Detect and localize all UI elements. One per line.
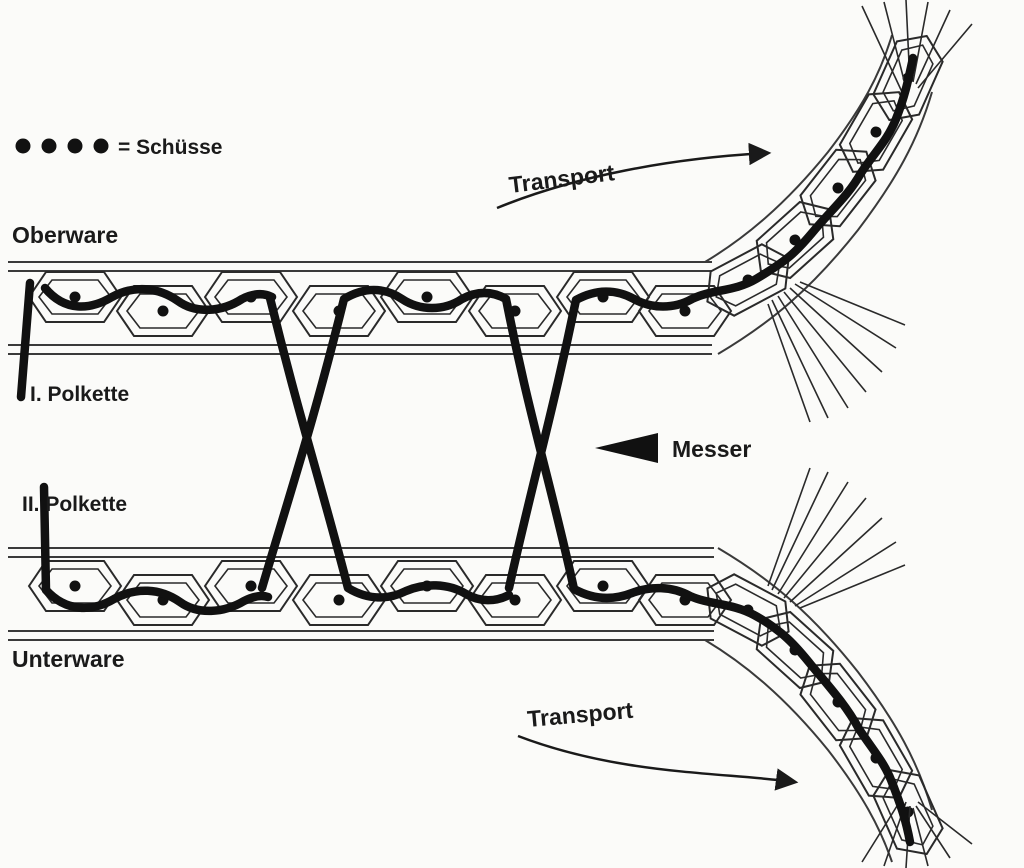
label-polkette-1: I. Polkette [30, 383, 129, 406]
label-polkette-2: II. Polkette [22, 493, 127, 516]
schuss-dot [93, 138, 109, 154]
oberware-diagonal-edges [704, 34, 933, 355]
weft-cell [116, 574, 210, 626]
label-oberware: Oberware [12, 222, 118, 248]
weft-cell [204, 560, 298, 612]
label-transport-top: Transport [507, 159, 616, 198]
transport-arrow-top [496, 142, 772, 210]
oberware-band-edges [8, 261, 712, 355]
label-unterware: Unterware [12, 646, 124, 672]
schuss-dot [41, 138, 57, 154]
transport-arrow-bottom [517, 734, 799, 791]
legend-label: = Schüsse [118, 136, 222, 159]
pile-tuft-fan-upper-mid [767, 281, 906, 423]
unterware-band-edges [8, 547, 714, 641]
label-transport-bottom: Transport [526, 697, 634, 732]
schuss-dot [15, 138, 31, 154]
oberware-weft-chain [28, 271, 732, 337]
schuss-dot [67, 138, 83, 154]
messer-arrow-icon [595, 433, 658, 463]
pile-tuft-fan-lower-mid [767, 467, 906, 609]
unterware-diagonal-edges [704, 547, 933, 863]
pile-tuft-fan-top-right [861, 0, 973, 93]
legend: = Schüsse [15, 136, 222, 159]
pile-warp-threads [16, 53, 918, 847]
label-messer: Messer [672, 436, 751, 462]
